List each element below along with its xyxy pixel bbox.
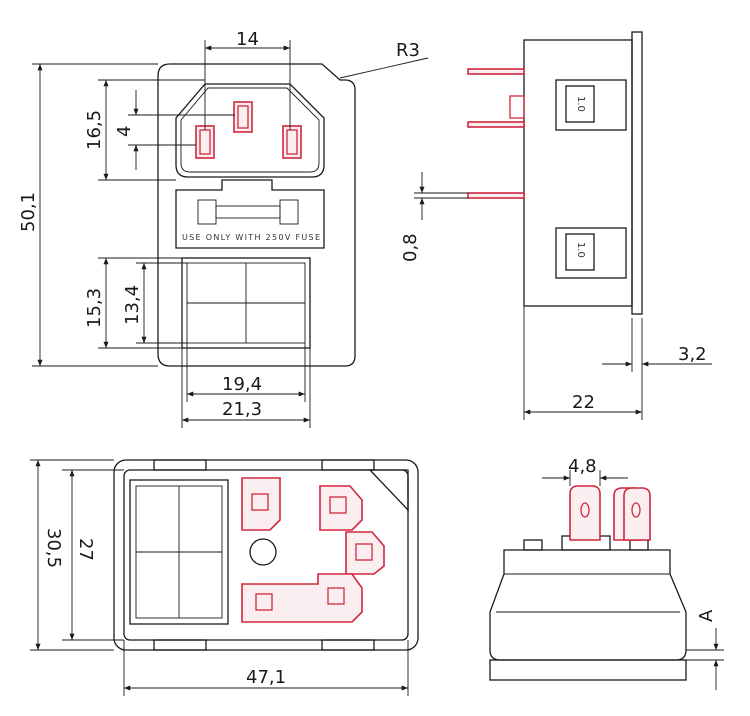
dim-15-3: 15,3 [84, 288, 105, 328]
end-body [489, 549, 687, 661]
end-flange [489, 659, 687, 681]
inlet-cavity [175, 83, 325, 178]
neutral-pin [282, 125, 302, 159]
side-terminal-1 [467, 68, 525, 75]
end-terminal-1 [569, 485, 601, 541]
fuse-label: USE ONLY WITH 250V FUSE [182, 233, 320, 242]
back-terminal-2 [319, 485, 363, 531]
dim-0-8: 0,8 [400, 233, 421, 262]
dim-30-5: 30,5 [43, 528, 64, 568]
dim-r3: R3 [396, 40, 420, 61]
end-terminal-3 [623, 487, 651, 541]
dim-19-4: 19,4 [222, 374, 262, 395]
back-hole [249, 538, 277, 566]
dim-3-2: 3,2 [678, 344, 707, 365]
dim-a: A [696, 609, 717, 622]
back-terminal-1 [241, 477, 281, 531]
switch-mark-bottom: 1.0 [575, 242, 586, 258]
front-view: USE ONLY WITH 250V FUSE 14 R3 50,1 16,5 … [18, 29, 429, 428]
dim-21-3: 21,3 [222, 399, 262, 420]
line-pin [195, 125, 215, 159]
fuse-drawer [175, 179, 325, 249]
dim-16-5: 16,5 [84, 110, 105, 150]
dim-4-8: 4,8 [568, 456, 597, 477]
side-terminal-2 [467, 121, 525, 128]
top-view: 30,5 27 47,1 [30, 459, 419, 696]
dim-27: 27 [75, 538, 96, 561]
switch-mark-top: 1.0 [575, 96, 586, 112]
side-terminal-3 [467, 192, 525, 199]
dim-4: 4 [114, 126, 135, 137]
dim-22: 22 [572, 392, 595, 413]
back-terminal-3 [345, 531, 385, 575]
end-view: 4,8 A [489, 456, 724, 690]
front-outline [157, 63, 356, 367]
dim-14: 14 [236, 29, 259, 50]
dim-47-1: 47,1 [246, 667, 286, 688]
back-outline [113, 459, 419, 651]
side-flange [631, 31, 643, 315]
switch-frame [181, 257, 311, 349]
dim-13-4: 13,4 [122, 285, 143, 325]
side-view: 1.0 1.0 0,8 3,2 22 [400, 31, 712, 420]
back-switch [129, 479, 229, 625]
dim-50-1: 50,1 [18, 192, 39, 232]
